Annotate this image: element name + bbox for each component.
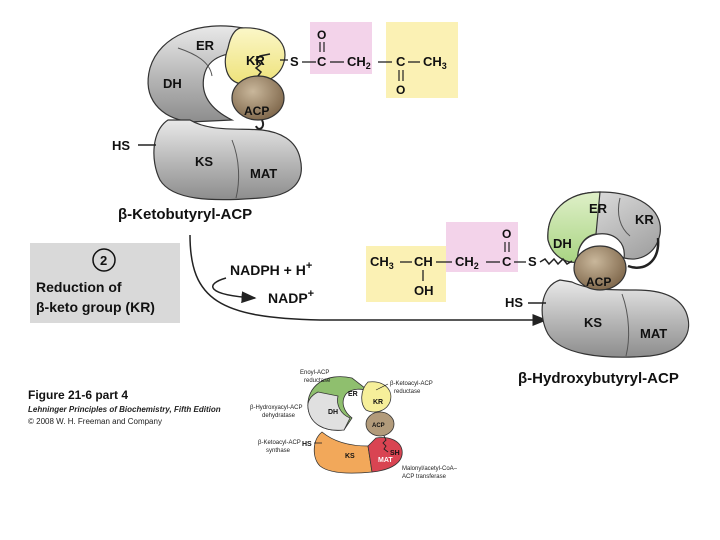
key-er-desc-2: reductase — [304, 378, 331, 384]
bottom-lower-arm — [541, 279, 690, 358]
bottom-ks-label: KS — [584, 315, 602, 330]
top-mat-label: MAT — [250, 166, 277, 181]
reaction-arrow — [189, 234, 548, 326]
key-diagram — [307, 376, 403, 474]
step-number-circle — [92, 248, 116, 272]
top-ch2: CH2 — [347, 54, 371, 71]
bottom-hs-label: HS — [505, 295, 523, 310]
key-dh-label: DH — [328, 409, 338, 416]
key-ks-label: KS — [345, 453, 355, 460]
bottom-compound-name: β-Hydroxybutyryl-ACP — [518, 370, 679, 387]
bottom-carbon: C — [502, 254, 512, 269]
step-panel — [30, 243, 180, 323]
bottom-multienzyme-complex — [528, 191, 690, 358]
bottom-oxygen: O — [502, 227, 511, 241]
bottom-acp-domain — [573, 245, 627, 291]
top-oxygen-1: O — [317, 28, 326, 42]
key-acp-label: ACP — [372, 423, 385, 429]
top-compound-name: β-Ketobutyryl-ACP — [118, 206, 252, 223]
top-s-atom: S — [290, 54, 299, 69]
key-er-desc-1: Enoyl-ACP — [300, 370, 329, 376]
bottom-phosphopantetheine-arm — [539, 257, 573, 266]
top-er-label: ER — [196, 38, 215, 53]
step-title-line2: β-keto group (KR) — [36, 299, 155, 315]
bottom-kr-label: KR — [635, 212, 654, 227]
bottom-er-label: ER — [589, 201, 608, 216]
key-mat-desc-1: Malonyl/acetyl-CoA– — [402, 466, 458, 472]
figure-title: Figure 21-6 part 4 — [28, 388, 128, 402]
key-dh-desc-2: dehydratase — [262, 413, 296, 419]
bottom-yellow-box — [366, 246, 446, 302]
bottom-ch3: CH3 — [370, 254, 394, 271]
bottom-oh: OH — [414, 283, 434, 298]
figure-copyright: © 2008 W. H. Freeman and Company — [28, 417, 162, 426]
top-ks-label: KS — [195, 154, 213, 169]
top-dh-label: DH — [163, 76, 182, 91]
key-acp-domain — [365, 411, 395, 437]
top-yellow-box — [386, 22, 458, 98]
top-lower-arm — [153, 119, 302, 201]
key-sh-label: SH — [390, 450, 400, 457]
top-hs-label: HS — [112, 138, 130, 153]
key-kr-desc-2: reductase — [394, 389, 421, 395]
bottom-mat-label: MAT — [640, 326, 667, 341]
key-ks-region — [313, 431, 373, 474]
cofactor-curve — [211, 277, 257, 304]
nadp-label: NADP+ — [268, 288, 314, 306]
key-hs-label: HS — [302, 441, 312, 448]
top-carbon-3: C — [396, 54, 406, 69]
step-number: 2 — [100, 253, 107, 268]
top-acp-label: ACP — [244, 104, 269, 118]
key-dh-desc-1: β-Hydroxyacyl-ACP — [250, 405, 302, 411]
top-oxygen-2: O — [396, 83, 405, 97]
figure-book: Lehninger Principles of Biochemistry, Fi… — [28, 405, 221, 414]
step-title-line1: Reduction of — [36, 279, 122, 295]
top-multienzyme-complex — [138, 25, 302, 201]
bottom-dh-label: DH — [553, 236, 572, 251]
key-kr-domain — [361, 381, 392, 413]
key-mat-desc-2: ACP transferase — [402, 474, 447, 480]
top-kr-label: KR — [246, 53, 265, 68]
key-kr-label: KR — [373, 399, 383, 406]
nadph-label: NADPH + H+ — [230, 260, 312, 278]
key-mat-region — [367, 437, 403, 473]
bottom-ch2: CH2 — [455, 254, 479, 271]
key-dh-region — [307, 391, 351, 431]
key-er-label: ER — [348, 391, 358, 398]
top-carbon-1: C — [317, 54, 327, 69]
bottom-pink-box — [446, 222, 518, 272]
bottom-acp-label: ACP — [586, 275, 611, 289]
bottom-s-atom: S — [528, 254, 537, 269]
top-phosphopantetheine-arm — [254, 53, 271, 77]
key-ks-desc-2: synthase — [266, 448, 291, 454]
bottom-kr-hook — [627, 237, 660, 269]
key-mat-label: MAT — [378, 457, 393, 464]
bottom-ch: CH — [414, 254, 433, 269]
top-ch3: CH3 — [423, 54, 447, 71]
key-kr-desc-1: β-Ketoacyl-ACP — [390, 381, 433, 387]
key-ks-desc-1: β-Ketoacyl-ACP — [258, 440, 301, 446]
